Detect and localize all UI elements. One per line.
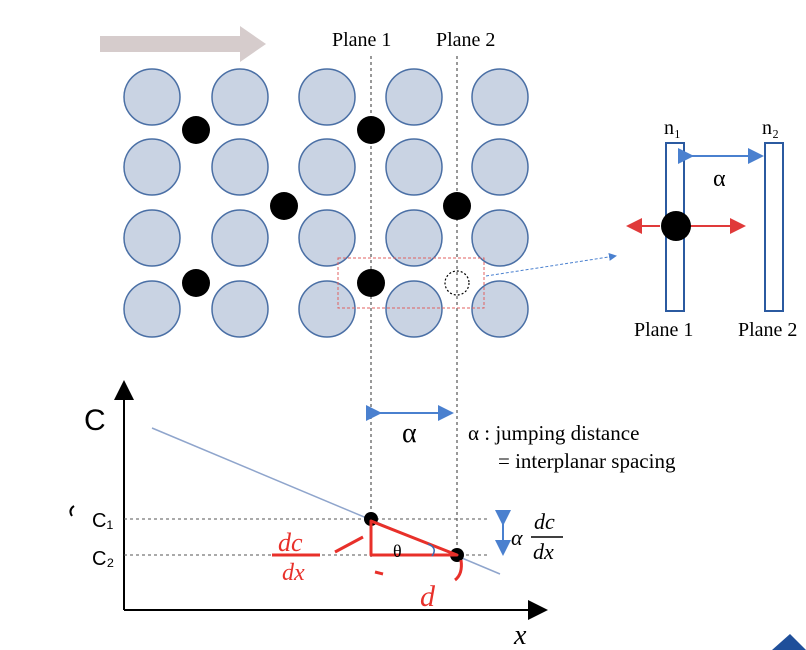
inset-atom <box>661 211 691 241</box>
theta-arc <box>427 543 435 557</box>
flow-arrow-icon <box>100 26 266 62</box>
theta-label: θ <box>393 541 402 561</box>
host-atom <box>211 280 269 338</box>
interstitial-atoms <box>182 116 471 297</box>
host-atom <box>211 68 269 126</box>
host-atom <box>211 209 269 267</box>
corner-accent <box>772 634 806 650</box>
c2-label: C₂ <box>92 548 114 570</box>
hand-dc: dc <box>278 528 303 557</box>
inset-diagram: n₁ n₂ α Plane 1 Plane 2 <box>626 117 797 341</box>
zoom-pointer <box>485 252 617 277</box>
hand-stroke-left <box>334 535 364 554</box>
host-atom <box>385 209 443 267</box>
inset-alpha: α <box>713 166 726 192</box>
host-atom <box>123 68 181 126</box>
host-atom <box>211 138 269 196</box>
plane1-top-label: Plane 1 <box>332 29 391 51</box>
host-atom <box>471 138 529 196</box>
n1-label: n₁ <box>664 117 681 139</box>
graph-alpha: α <box>402 418 417 449</box>
atom-lattice <box>123 68 529 338</box>
hand-triangle <box>369 519 459 557</box>
host-atom <box>123 280 181 338</box>
hand-d: d <box>420 580 436 613</box>
n2-label: n₂ <box>762 117 779 139</box>
host-atom <box>471 209 529 267</box>
hand-stroke-small <box>374 570 384 576</box>
c1-label: C₁ <box>92 510 113 532</box>
host-atom <box>385 138 443 196</box>
host-atom <box>298 209 356 267</box>
host-atom <box>123 138 181 196</box>
hand-stroke-right <box>454 559 463 582</box>
vacant-site <box>444 270 470 296</box>
slope-dc: dc <box>534 509 555 534</box>
jump-definition-2: = interplanar spacing <box>498 449 676 473</box>
host-atom <box>123 209 181 267</box>
x-axis-label: x <box>513 620 527 650</box>
host-atom <box>298 280 356 338</box>
host-atom <box>471 68 529 126</box>
host-atom <box>385 280 443 338</box>
host-atom <box>471 280 529 338</box>
slope-dx: dx <box>533 539 554 564</box>
inset-plane2-label: Plane 2 <box>738 319 797 341</box>
stray-mark <box>69 505 75 517</box>
slope-alpha: α <box>511 525 523 550</box>
plane2-top-label: Plane 2 <box>436 29 495 51</box>
host-atom <box>385 68 443 126</box>
concentration-graph: C x C₁ C₂ θ dc dx d α α : jumping distan… <box>69 380 676 650</box>
host-atom <box>298 68 356 126</box>
host-atom <box>298 138 356 196</box>
inset-plane2 <box>764 142 784 312</box>
hand-dx: dx <box>282 560 305 586</box>
highlight-box <box>337 257 485 309</box>
y-axis-label: C <box>84 404 106 437</box>
jump-definition-1: α : jumping distance <box>468 421 639 445</box>
inset-plane1-label: Plane 1 <box>634 319 693 341</box>
